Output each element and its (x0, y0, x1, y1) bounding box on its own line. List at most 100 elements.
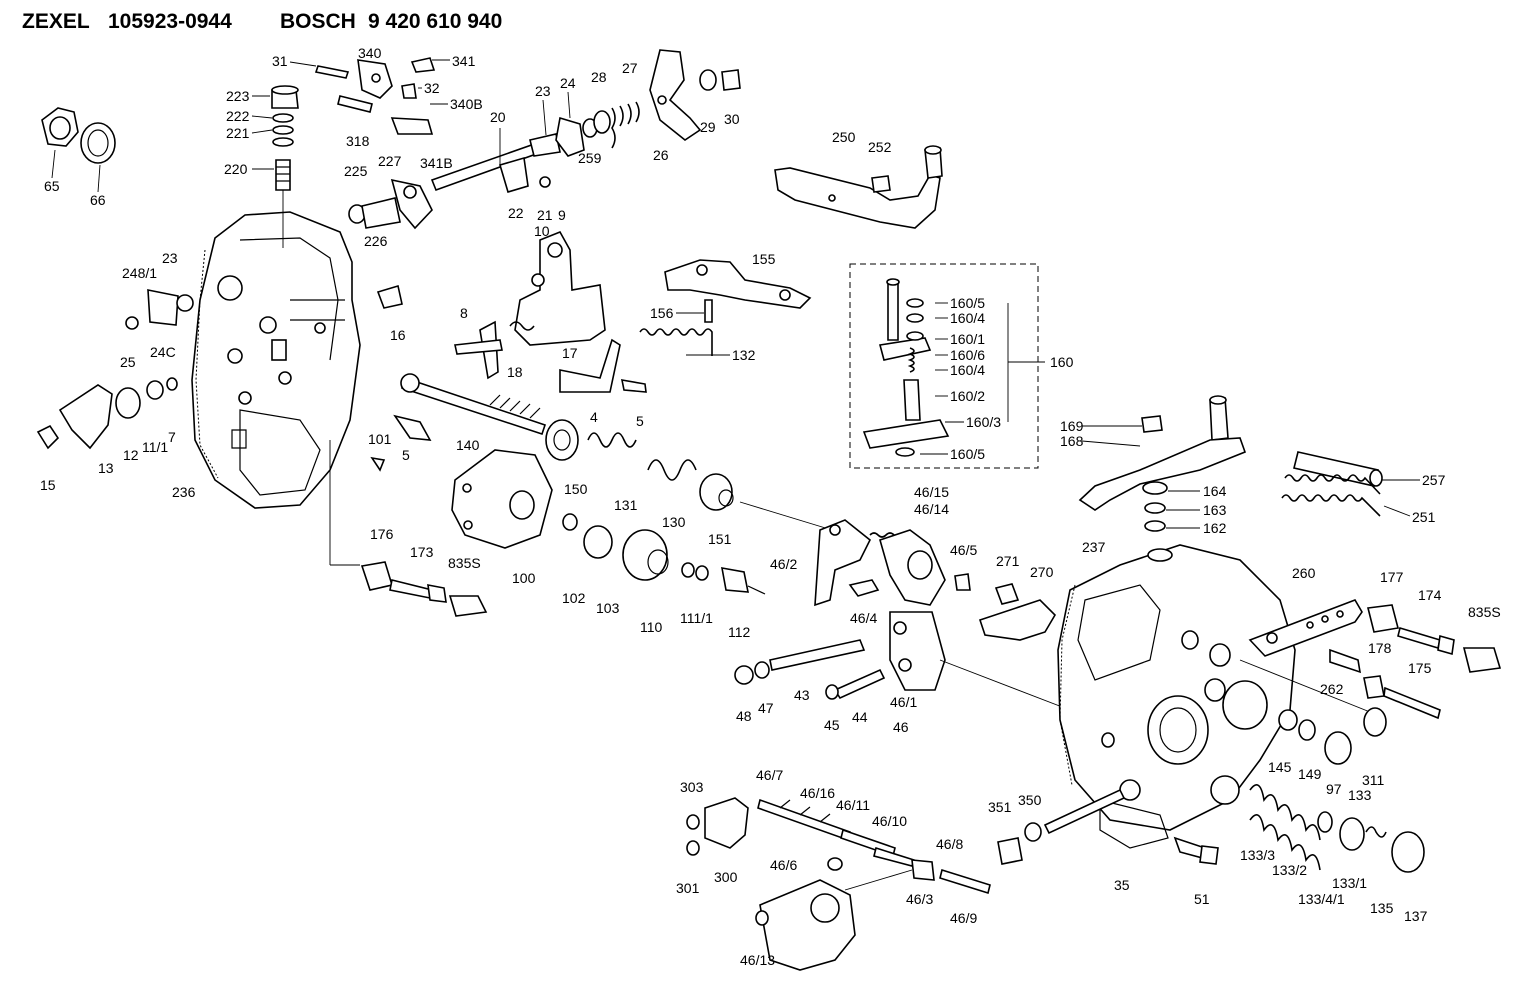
callout-label: 160/4 (950, 362, 985, 378)
callout-label: 173 (410, 544, 434, 560)
callout-label: 24C (150, 344, 176, 360)
lower-linkage-drawing (686, 797, 991, 971)
callout-label: 46 (893, 719, 909, 735)
right-housing-drawing (1057, 544, 1371, 849)
callout-labels: 31 340 341 32 340B 318 341B 223 222 221 … (40, 45, 1501, 968)
callout-label: 45 (824, 717, 840, 733)
callout-label: 112 (728, 624, 751, 640)
callout-label: 156 (650, 305, 674, 321)
callout-label: 226 (364, 233, 388, 249)
callout-label: 260 (1292, 565, 1316, 581)
lever-250-drawing (774, 145, 943, 229)
callout-label: 163 (1203, 502, 1227, 518)
callout-label: 5 (636, 413, 644, 429)
callout-label: 135 (1370, 900, 1394, 916)
callout-label: 65 (44, 178, 60, 194)
callout-label: 23 (162, 250, 178, 266)
header-brand-zexel: ZEXEL (22, 10, 90, 33)
callout-label: 47 (758, 700, 774, 716)
diagram-header: ZEXEL 105923-0944 BOSCH 9 420 610 940 (22, 10, 502, 33)
callout-label: 160/2 (950, 388, 985, 404)
callout-label: 340B (450, 96, 483, 112)
callout-label: 835S (1468, 604, 1501, 620)
left-small-parts (36, 284, 432, 472)
callout-label: 46/16 (800, 785, 835, 801)
callout-label: 174 (1418, 587, 1442, 603)
callout-label: 22 (508, 205, 524, 221)
callout-label: 46/6 (770, 857, 797, 873)
callout-label: 131 (614, 497, 638, 513)
callout-label: 31 (272, 53, 288, 69)
callout-label: 66 (90, 192, 106, 208)
callout-label: 340 (358, 45, 382, 61)
lever-168-drawing (1078, 395, 1247, 532)
callout-label: 24 (560, 75, 576, 91)
callout-label: 15 (40, 477, 56, 493)
callout-label: 225 (344, 163, 368, 179)
callout-label: 133/4/1 (1298, 891, 1345, 907)
callout-label: 11/1 (142, 439, 168, 455)
callout-label: 259 (578, 150, 602, 166)
callout-label: 46/1 (890, 694, 917, 710)
callout-label: 130 (662, 514, 686, 530)
callout-label: 46/9 (950, 910, 977, 926)
callout-label: 7 (168, 429, 176, 445)
callout-label: 23 (535, 83, 551, 99)
callout-label: 169 (1060, 418, 1084, 434)
callout-label: 303 (680, 779, 704, 795)
header-zexel-number: 105923-0944 (108, 10, 232, 33)
callout-label: 28 (591, 69, 607, 85)
callout-label: 5 (402, 447, 410, 463)
callout-label: 46/11 (836, 797, 870, 813)
callout-label: 155 (752, 251, 776, 267)
callout-label: 110 (640, 619, 663, 635)
callout-label: 102 (562, 590, 586, 606)
callout-label: 248/1 (122, 265, 157, 281)
callout-label: 46/5 (950, 542, 977, 558)
callout-label: 237 (1082, 539, 1106, 555)
callout-label: 350 (1018, 792, 1042, 808)
shaft-and-levers (348, 49, 741, 230)
callout-label: 162 (1203, 520, 1227, 536)
callout-label: 133/2 (1272, 862, 1307, 878)
callout-label: 318 (346, 133, 370, 149)
callout-label: 251 (1412, 509, 1436, 525)
callout-label: 46/15 (914, 484, 949, 500)
leader-lines (51, 59, 1420, 529)
callout-label: 29 (700, 119, 716, 135)
callout-label: 46/13 (740, 952, 775, 968)
callout-label: 835S (448, 555, 481, 571)
callout-label: 32 (424, 80, 440, 96)
drive-parts-drawing (451, 449, 766, 595)
callout-label: 4 (590, 409, 598, 425)
callout-label: 311 (1362, 772, 1385, 788)
callout-label: 12 (123, 447, 139, 463)
callout-label: 13 (98, 460, 114, 476)
callout-label: 25 (120, 354, 136, 370)
callout-label: 301 (676, 880, 700, 896)
spring-133-drawing (1249, 784, 1425, 873)
callout-label: 21 (537, 207, 553, 223)
callout-label: 10 (534, 223, 550, 239)
assembly-160-drawing (849, 263, 1039, 469)
bottom-center-parts (997, 788, 1219, 865)
bracket-17-drawing (454, 230, 647, 393)
callout-label: 250 (832, 129, 856, 145)
callout-label: 262 (1320, 681, 1344, 697)
left-housing-drawing (191, 211, 361, 509)
callout-label: 351 (988, 799, 1012, 815)
callout-label: 46/2 (770, 556, 797, 572)
callout-label: 27 (622, 60, 638, 76)
callout-label: 132 (732, 347, 756, 363)
callout-label: 9 (558, 207, 566, 223)
callout-label: 341 (452, 53, 476, 69)
header-bosch-number: 9 420 610 940 (368, 10, 502, 33)
callout-label: 222 (226, 108, 250, 124)
callout-label: 145 (1268, 759, 1292, 775)
assembly-46-drawing (734, 519, 1071, 711)
callout-label: 46/4 (850, 610, 877, 626)
callout-label: 164 (1203, 483, 1227, 499)
callout-label: 133 (1348, 787, 1372, 803)
callout-label: 111/1 (680, 610, 713, 626)
callout-label: 46/14 (914, 501, 949, 517)
